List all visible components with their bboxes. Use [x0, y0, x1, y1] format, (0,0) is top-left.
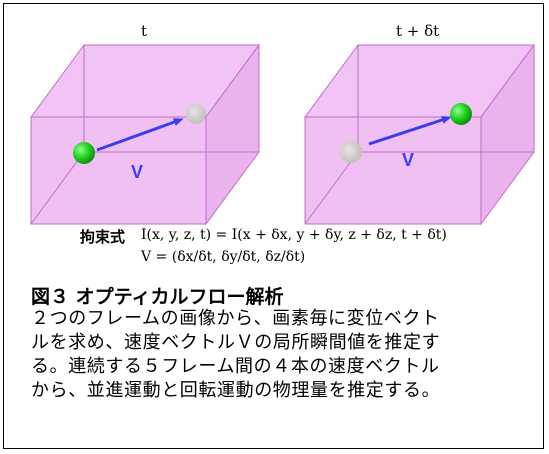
velocity-arrow-right [368, 116, 452, 146]
figure-frame [3, 3, 544, 449]
box-front-face [30, 116, 207, 225]
box-hidden-edge [304, 151, 359, 225]
caption-line: る。連続する５フレーム間の４本の速度ベクトル [31, 356, 440, 377]
volume-box-t [30, 43, 260, 226]
equation-velocity: V = (δx/δt, δy/δt, δz/δt) [141, 249, 306, 265]
particle-ball-left [73, 142, 95, 164]
velocity-label-right: V [402, 150, 414, 170]
figure-caption: ２つのフレームの画像から、画素毎に変位ベクト ルを求め、速度ベクトルＶの局所瞬間… [31, 307, 526, 403]
volume-box-t-plus-dt [304, 43, 535, 226]
frame-label-t: t [141, 22, 148, 40]
equation-constraint: I(x, y, z, t) = I(x + δx, y + δy, z + δz… [141, 227, 447, 243]
box-front-face [304, 116, 482, 225]
caption-line: ２つのフレームの画像から、画素毎に変位ベクト [31, 308, 440, 329]
velocity-label-left: V [131, 162, 143, 182]
box-hidden-edge [30, 151, 85, 225]
velocity-arrow-left [96, 118, 184, 152]
ghost-ball-left [186, 104, 206, 124]
frame-label-t-plus-dt: t + δt [396, 22, 440, 40]
figure-title: 図３ オプティカルフロー解析 [31, 286, 284, 308]
ghost-ball-right [340, 141, 362, 163]
constraint-label: 拘束式 [80, 228, 126, 246]
particle-ball-right [450, 103, 472, 125]
caption-line: から、並進運動と回転運動の物理量を推定する。 [31, 380, 441, 401]
caption-line: ルを求め、速度ベクトルＶの局所瞬間値を推定す [31, 332, 441, 353]
